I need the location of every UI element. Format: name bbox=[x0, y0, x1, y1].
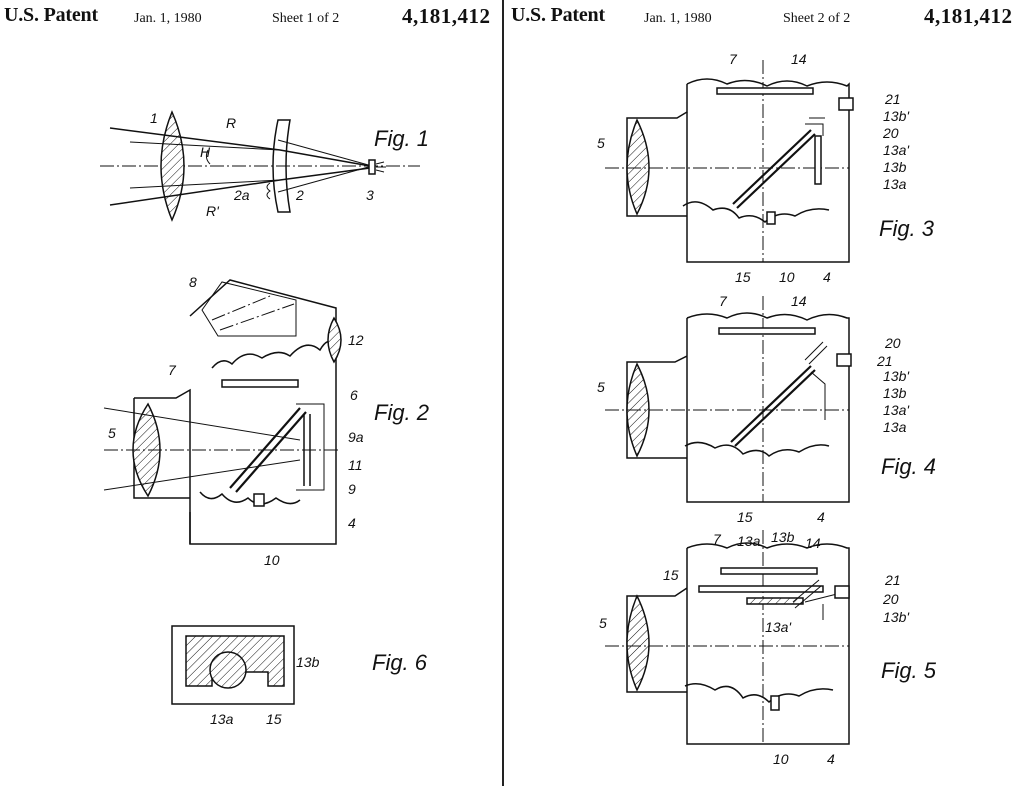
fig5-label-13a: 13a bbox=[737, 533, 761, 549]
fig1-label-3: 3 bbox=[366, 187, 374, 203]
figure-4: 7 14 20 21 13b' 5 13b 13a' 13a 15 4 Fig.… bbox=[597, 293, 936, 525]
fig2-label-6: 6 bbox=[350, 387, 358, 403]
fig2-label-9: 9 bbox=[348, 481, 356, 497]
fig4-label-21: 21 bbox=[876, 353, 893, 369]
fig4-label-13a: 13a bbox=[883, 419, 907, 435]
fig6-label-15: 15 bbox=[266, 711, 282, 727]
figure-1 bbox=[100, 110, 420, 222]
fig4-label-7: 7 bbox=[719, 293, 728, 309]
fig5-label-20: 20 bbox=[882, 591, 899, 607]
sheet-number: Sheet 2 of 2 bbox=[783, 11, 851, 26]
fig4-label-14: 14 bbox=[791, 293, 807, 309]
fig6-label-13b: 13b bbox=[296, 654, 320, 670]
fig5-label-14: 14 bbox=[805, 535, 821, 551]
patent-label: U.S. Patent bbox=[4, 4, 98, 26]
fig1-label-2a: 2a bbox=[233, 187, 250, 203]
fig4-label-13aprime: 13a' bbox=[883, 402, 910, 418]
fig4-label-13b: 13b bbox=[883, 385, 907, 401]
fig5-label-13aprime: 13a' bbox=[765, 619, 792, 635]
fig2-label-9a: 9a bbox=[348, 429, 364, 445]
patent-number: 4,181,412 bbox=[402, 4, 491, 28]
fig6-caption: Fig. 6 bbox=[372, 650, 428, 675]
fig5-label-21: 21 bbox=[884, 572, 901, 588]
fig1-caption: Fig. 1 bbox=[374, 126, 429, 151]
fig4-label-13bprime: 13b' bbox=[883, 368, 910, 384]
figure-3: 7 14 21 13b' 5 20 13a' 13b 13a 15 10 4 F… bbox=[597, 51, 935, 285]
fig3-label-13aprime: 13a' bbox=[883, 142, 910, 158]
patent-date: Jan. 1, 1980 bbox=[644, 11, 712, 26]
fig3-label-10: 10 bbox=[779, 269, 795, 285]
fig5-label-13b: 13b bbox=[771, 529, 795, 545]
fig1-label-Rprime: R' bbox=[206, 203, 220, 219]
fig3-label-13a: 13a bbox=[883, 176, 907, 192]
fig2-label-5: 5 bbox=[108, 425, 116, 441]
fig2-caption: Fig. 2 bbox=[374, 400, 429, 425]
figure-2: 8 12 7 6 5 9a 11 9 4 10 Fig. 2 bbox=[103, 274, 429, 568]
fig2-label-10: 10 bbox=[264, 552, 280, 568]
fig5-label-5: 5 bbox=[599, 615, 607, 631]
fig5-label-15: 15 bbox=[663, 567, 679, 583]
patent-date: Jan. 1, 1980 bbox=[134, 11, 202, 26]
sheet-1-drawings: 1 R H R' 2a 2 3 Fig. 1 8 12 7 bbox=[100, 110, 429, 727]
sheet-divider bbox=[502, 0, 504, 786]
fig3-caption: Fig. 3 bbox=[879, 216, 935, 241]
fig3-label-7: 7 bbox=[729, 51, 738, 67]
fig5-label-10: 10 bbox=[773, 751, 789, 767]
patent-label: U.S. Patent bbox=[511, 4, 605, 26]
sheet-number: Sheet 1 of 2 bbox=[272, 11, 340, 26]
fig3-label-5: 5 bbox=[597, 135, 605, 151]
fig2-label-4: 4 bbox=[348, 515, 356, 531]
fig4-label-20: 20 bbox=[884, 335, 901, 351]
figure-6: 13b 13a 15 Fig. 6 bbox=[171, 625, 428, 727]
fig5-label-7: 7 bbox=[713, 531, 722, 547]
fig3-label-14: 14 bbox=[791, 51, 807, 67]
fig4-label-15: 15 bbox=[737, 509, 753, 525]
fig5-label-4: 4 bbox=[827, 751, 835, 767]
fig3-label-13b: 13b bbox=[883, 159, 907, 175]
fig3-label-4: 4 bbox=[823, 269, 831, 285]
fig4-label-5: 5 bbox=[597, 379, 605, 395]
fig3-label-20: 20 bbox=[882, 125, 899, 141]
fig3-label-13bprime: 13b' bbox=[883, 108, 910, 124]
fig3-label-15: 15 bbox=[735, 269, 751, 285]
fig1-label-H: H bbox=[200, 144, 211, 160]
fig1-label-2: 2 bbox=[295, 187, 304, 203]
fig1-label-1: 1 bbox=[150, 110, 158, 126]
fig1-label-R: R bbox=[226, 115, 236, 131]
fig3-label-21: 21 bbox=[884, 91, 901, 107]
fig4-label-4: 4 bbox=[817, 509, 825, 525]
fig2-label-8: 8 bbox=[189, 274, 197, 290]
sheet-2-drawings: 7 14 21 13b' 5 20 13a' 13b 13a 15 10 4 F… bbox=[597, 51, 937, 767]
fig5-label-13bprime: 13b' bbox=[883, 609, 910, 625]
fig2-label-7: 7 bbox=[168, 362, 177, 378]
sheet-1: U.S. Patent Jan. 1, 1980 Sheet 1 of 2 4,… bbox=[0, 0, 503, 786]
fig2-label-11: 11 bbox=[348, 457, 363, 473]
sheet-2: U.S. Patent Jan. 1, 1980 Sheet 2 of 2 4,… bbox=[505, 0, 1022, 786]
patent-number: 4,181,412 bbox=[924, 4, 1013, 28]
fig5-caption: Fig. 5 bbox=[881, 658, 937, 683]
figure-5: 7 13a 13b 14 15 21 20 5 13a' 13b' 10 4 F… bbox=[599, 529, 937, 767]
fig6-label-13a: 13a bbox=[210, 711, 234, 727]
fig2-label-12: 12 bbox=[348, 332, 364, 348]
fig4-caption: Fig. 4 bbox=[881, 454, 936, 479]
